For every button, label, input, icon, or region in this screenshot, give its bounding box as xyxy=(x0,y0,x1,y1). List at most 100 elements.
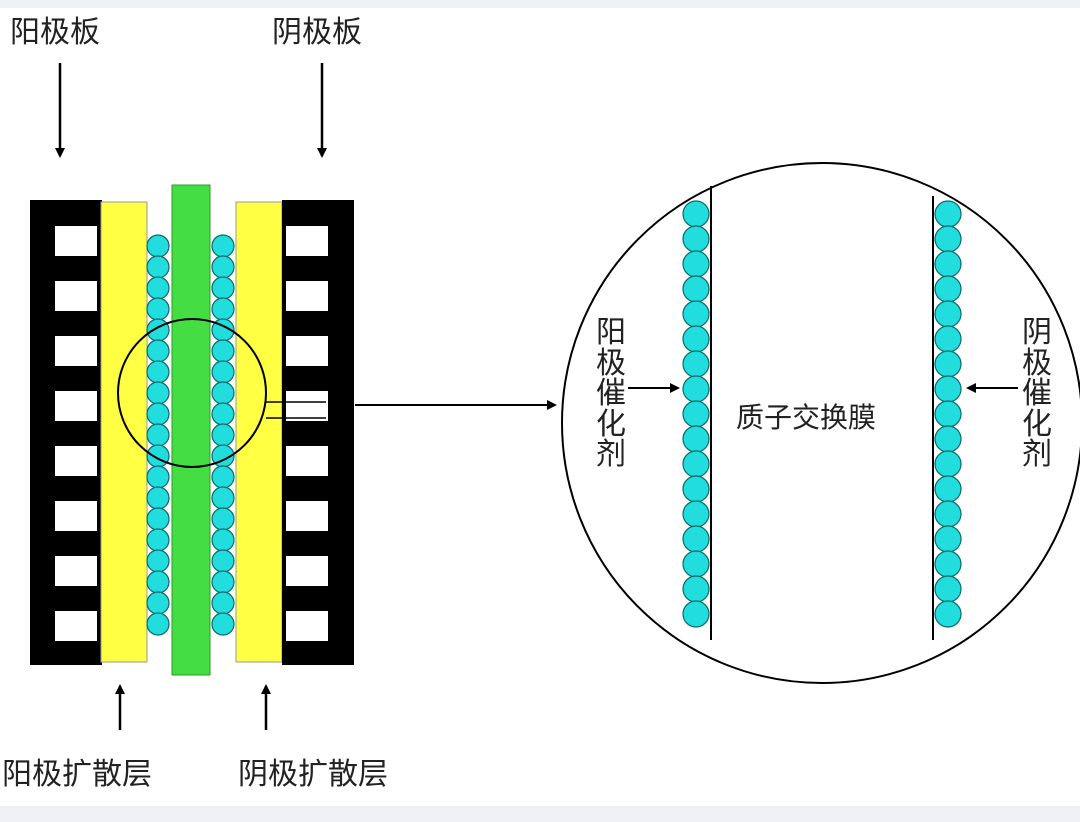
anode-diffusion-label: 阳极扩散层 xyxy=(2,757,152,792)
plate-slot xyxy=(286,446,328,476)
catalyst-bead xyxy=(146,528,170,552)
catalyst-bead xyxy=(682,200,710,228)
catalyst-bead xyxy=(211,339,235,363)
catalyst-bead xyxy=(682,575,710,603)
catalyst-bead xyxy=(211,465,235,489)
catalyst-bead xyxy=(934,375,962,403)
catalyst-bead xyxy=(146,318,170,342)
plate-slot xyxy=(286,226,328,256)
catalyst-bead xyxy=(934,600,962,628)
plate-slot xyxy=(55,226,97,256)
catalyst-bead xyxy=(146,339,170,363)
catalyst-bead xyxy=(682,225,710,253)
catalyst-bead xyxy=(146,360,170,384)
zoom-cathode-catalyst-beads xyxy=(934,200,962,628)
catalyst-bead xyxy=(146,591,170,615)
zoom-anode-catalyst-beads xyxy=(682,200,710,628)
anode-catalyst-label: 阳极催化剂 xyxy=(596,315,626,473)
catalyst-bead xyxy=(146,402,170,426)
cathode-catalyst-label: 阴极催化剂 xyxy=(1022,315,1052,473)
catalyst-bead xyxy=(211,360,235,384)
catalyst-bead xyxy=(934,450,962,478)
catalyst-bead xyxy=(211,570,235,594)
catalyst-bead xyxy=(682,550,710,578)
catalyst-bead xyxy=(682,475,710,503)
anode-plate-label: 阳极板 xyxy=(10,15,100,50)
catalyst-bead xyxy=(146,612,170,636)
catalyst-bead xyxy=(934,425,962,453)
catalyst-bead xyxy=(211,591,235,615)
diagram-canvas xyxy=(30,63,1080,730)
catalyst-bead xyxy=(146,444,170,468)
plate-slot xyxy=(55,611,97,641)
catalyst-bead xyxy=(682,400,710,428)
catalyst-bead xyxy=(211,507,235,531)
catalyst-bead xyxy=(934,250,962,278)
catalyst-bead xyxy=(934,500,962,528)
catalyst-bead xyxy=(146,570,170,594)
catalyst-bead xyxy=(146,423,170,447)
catalyst-bead xyxy=(146,276,170,300)
cathode-plate xyxy=(282,200,354,696)
membrane-label: 质子交换膜 xyxy=(736,401,877,434)
catalyst-bead xyxy=(934,400,962,428)
catalyst-bead xyxy=(211,255,235,279)
catalyst-bead xyxy=(211,486,235,510)
anode-diffusion-layer xyxy=(100,201,148,663)
plate-slot xyxy=(286,666,328,696)
catalyst-bead xyxy=(146,507,170,531)
catalyst-bead xyxy=(211,528,235,552)
plate-slot xyxy=(286,556,328,586)
fuel-cell-diagram: 阳极板 阴极板 阳极扩散层 阴极扩散层 阳极催化剂 阴极催化剂 质子交换膜 xyxy=(0,8,1080,806)
catalyst-bead xyxy=(682,450,710,478)
catalyst-bead xyxy=(934,325,962,353)
catalyst-bead xyxy=(934,300,962,328)
plate-slot xyxy=(286,281,328,311)
catalyst-bead xyxy=(211,423,235,447)
catalyst-bead xyxy=(146,234,170,258)
catalyst-bead xyxy=(682,375,710,403)
proton-exchange-membrane xyxy=(171,184,211,676)
plate-slot xyxy=(55,501,97,531)
catalyst-bead xyxy=(211,276,235,300)
cathode-diffusion-label: 阴极扩散层 xyxy=(238,757,388,792)
catalyst-bead xyxy=(211,381,235,405)
catalyst-bead xyxy=(934,350,962,378)
catalyst-bead xyxy=(211,612,235,636)
catalyst-bead xyxy=(934,475,962,503)
catalyst-bead xyxy=(682,350,710,378)
catalyst-bead xyxy=(682,325,710,353)
catalyst-bead xyxy=(146,297,170,321)
catalyst-bead xyxy=(682,500,710,528)
cathode-catalyst-beads xyxy=(211,234,235,636)
catalyst-bead xyxy=(934,275,962,303)
cathode-diffusion-layer xyxy=(235,201,283,663)
catalyst-bead xyxy=(934,575,962,603)
catalyst-bead xyxy=(211,549,235,573)
plate-slot xyxy=(286,501,328,531)
catalyst-bead xyxy=(146,381,170,405)
plate-slot xyxy=(55,446,97,476)
catalyst-bead xyxy=(682,250,710,278)
plate-slot xyxy=(55,556,97,586)
catalyst-bead xyxy=(146,549,170,573)
plate-slot xyxy=(286,611,328,641)
cathode-plate-label: 阴极板 xyxy=(272,15,362,50)
plate-slot xyxy=(55,336,97,366)
anode-plate-slots xyxy=(55,226,97,696)
catalyst-bead xyxy=(146,255,170,279)
plate-slot xyxy=(55,666,97,696)
catalyst-bead xyxy=(934,525,962,553)
catalyst-bead xyxy=(682,525,710,553)
catalyst-bead xyxy=(682,425,710,453)
catalyst-bead xyxy=(211,297,235,321)
catalyst-bead xyxy=(682,300,710,328)
catalyst-bead xyxy=(146,465,170,489)
catalyst-bead xyxy=(934,225,962,253)
anode-catalyst-beads xyxy=(146,234,170,636)
catalyst-bead xyxy=(682,275,710,303)
catalyst-bead xyxy=(934,550,962,578)
catalyst-bead xyxy=(146,486,170,510)
magnifier-circle xyxy=(117,318,267,468)
anode-plate xyxy=(30,200,102,696)
